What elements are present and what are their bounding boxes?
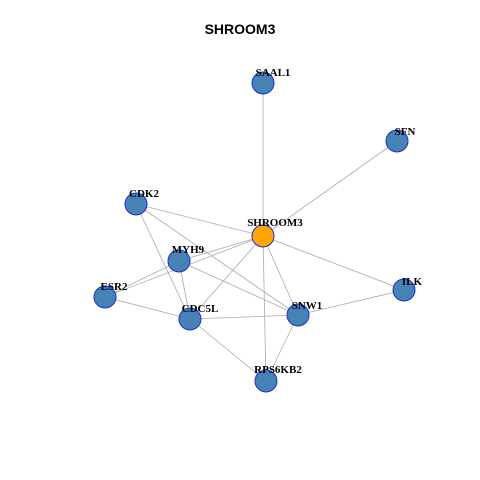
edge-snw1-rps6kb2 xyxy=(265,314,299,382)
edge-esr2-cdc5l xyxy=(104,296,191,320)
edge-myh9-snw1 xyxy=(178,260,299,316)
node-label-myh9: MYH9 xyxy=(172,244,205,256)
node-rps6kb2[interactable] xyxy=(254,369,278,393)
node-shroom3[interactable] xyxy=(251,224,275,248)
edge-shroom3-cdk2 xyxy=(135,203,264,237)
node-label-rps6kb2: RPS6KB2 xyxy=(254,364,302,376)
node-sfn[interactable] xyxy=(385,129,409,153)
node-label-snw1: SNW1 xyxy=(292,300,323,312)
node-label-saal1: SAAL1 xyxy=(256,67,291,79)
node-label-cdc5l: CDC5L xyxy=(182,303,219,315)
node-snw1[interactable] xyxy=(286,303,310,327)
edge-shroom3-myh9 xyxy=(178,235,264,262)
edge-shroom3-sfn xyxy=(262,140,398,237)
node-label-sfn: SFN xyxy=(395,126,416,138)
edge-cdk2-cdc5l xyxy=(135,203,191,320)
edge-shroom3-ilk xyxy=(262,235,405,291)
edge-cdc5l-rps6kb2 xyxy=(189,318,267,382)
edge-myh9-esr2 xyxy=(104,260,180,298)
node-label-ilk: ILK xyxy=(402,276,423,288)
node-label-cdk2: CDK2 xyxy=(129,188,159,200)
node-esr2[interactable] xyxy=(93,285,117,309)
edge-snw1-ilk xyxy=(297,289,405,316)
edge-shroom3-cdc5l xyxy=(189,235,264,320)
node-saal1[interactable] xyxy=(251,71,275,95)
edge-cdk2-snw1 xyxy=(135,203,299,316)
edge-cdc5l-snw1 xyxy=(189,314,299,320)
node-myh9[interactable] xyxy=(167,249,191,273)
edge-shroom3-snw1 xyxy=(262,235,299,316)
node-cdk2[interactable] xyxy=(124,192,148,216)
node-label-shroom3: SHROOM3 xyxy=(247,217,303,229)
diagram-title: SHROOM3 xyxy=(204,21,276,37)
node-label-esr2: ESR2 xyxy=(101,281,128,293)
node-ilk[interactable] xyxy=(392,278,416,302)
edge-shroom3-rps6kb2 xyxy=(262,235,267,382)
node-cdc5l[interactable] xyxy=(178,307,202,331)
